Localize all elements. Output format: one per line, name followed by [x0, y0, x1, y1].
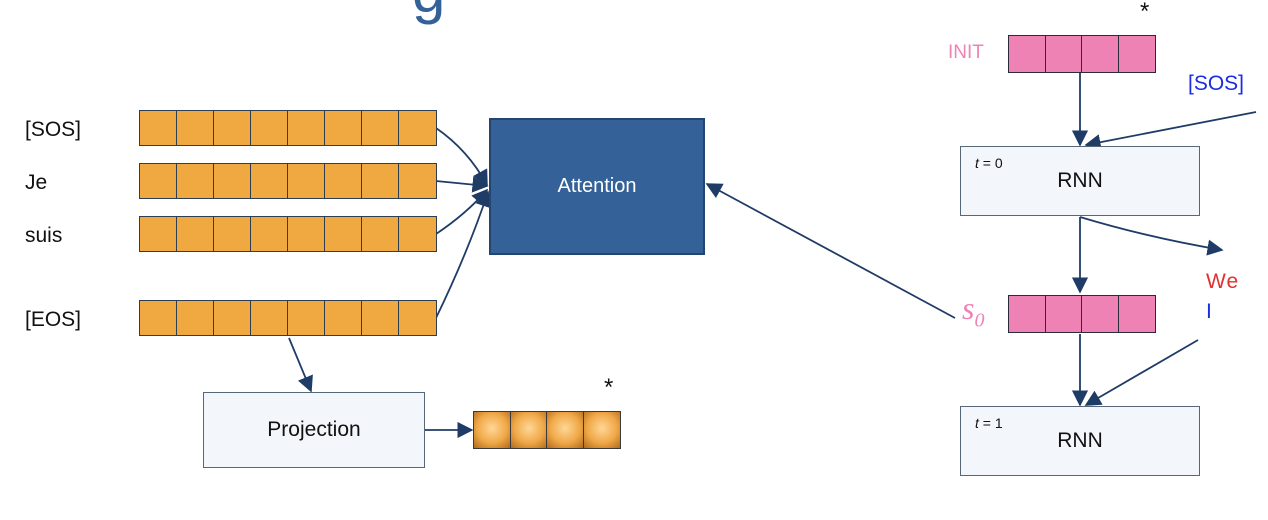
predicted-word-we: We [1206, 270, 1240, 293]
arrow-sos-to-attention [435, 127, 488, 187]
arrow-suis-to-attention [435, 188, 489, 235]
rnn-step-1-label: RNN [1057, 429, 1103, 452]
projection-label: Projection [267, 418, 361, 441]
attention-block: Attention [489, 118, 705, 255]
arrow-eos-to-projection [288, 337, 313, 393]
token-label-eos: [EOS] [25, 308, 82, 331]
encoder-vector-eos [139, 300, 437, 336]
arrow-je-to-attention [435, 176, 489, 193]
hidden-state-vector [1008, 295, 1156, 333]
predicted-word-i: I [1206, 300, 1212, 323]
encoder-vector-je [139, 163, 437, 199]
arrow-state-to-attention [705, 183, 956, 319]
sos-output-word: [SOS] [1188, 72, 1245, 95]
token-label-je: Je [25, 171, 48, 194]
token-label-suis: suis [25, 224, 63, 247]
encoder-vector-sos [139, 110, 437, 146]
title-fragment: g [412, 0, 445, 22]
init-label: INIT [948, 42, 984, 63]
encoder-vector-suis [139, 216, 437, 252]
arrow-rnn0-to-words [1079, 216, 1224, 256]
token-label-sos: [SOS] [25, 118, 82, 141]
rnn-step-0-time: t = 0 [975, 155, 1003, 171]
state-label: s0 [962, 290, 985, 332]
init-star: * [1140, 0, 1150, 25]
projected-context-vector [473, 411, 621, 449]
rnn-step-1-time: t = 1 [975, 415, 1003, 431]
rnn-step-0: RNN [960, 146, 1200, 216]
arrow-sos-word-to-rnn0 [1084, 111, 1257, 151]
arrow-eos-to-attention [435, 190, 492, 319]
rnn-step-1: RNN [960, 406, 1200, 476]
projection-star: * [604, 374, 614, 401]
attention-label: Attention [557, 175, 637, 197]
init-state-vector [1008, 35, 1156, 73]
projection-box: Projection [203, 392, 425, 468]
rnn-step-0-label: RNN [1057, 169, 1103, 192]
arrow-word-i-to-rnn1 [1084, 339, 1199, 406]
